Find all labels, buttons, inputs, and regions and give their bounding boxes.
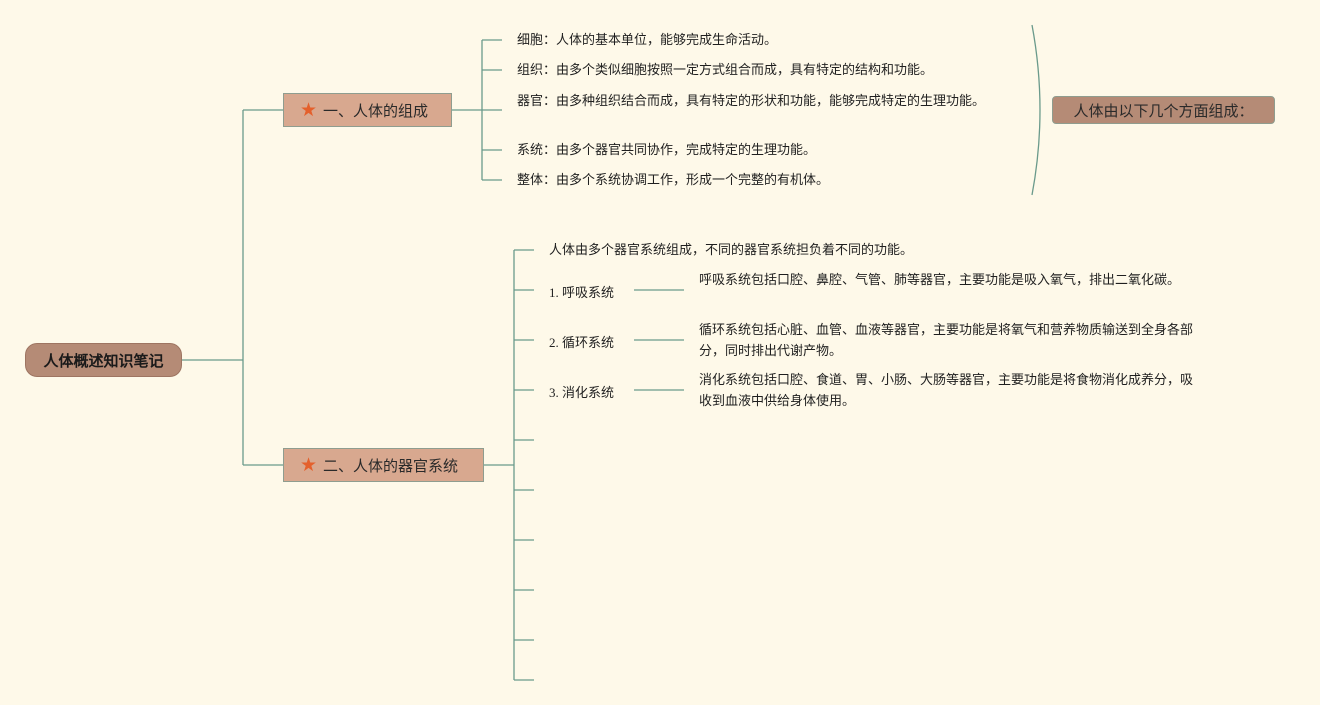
branch-organ-systems[interactable]: ★ 二、人体的器官系统 <box>283 448 484 482</box>
branch-label: 一、人体的组成 <box>323 101 429 120</box>
leaf-system[interactable]: 系统：由多个器官共同协作，完成特定的生理功能。 <box>517 143 817 158</box>
branch-composition[interactable]: ★ 一、人体的组成 <box>283 93 452 127</box>
leaf-whole[interactable]: 整体：由多个系统协调工作，形成一个完整的有机体。 <box>517 173 830 188</box>
subtopic-respiratory[interactable]: 1. 呼吸系统 <box>549 285 615 300</box>
desc-circulatory[interactable]: 循环系统包括心脏、血管、血液等器官，主要功能是将氧气和营养物质输送到全身各部分，… <box>699 323 1194 359</box>
summary-topic[interactable]: 人体由以下几个方面组成： <box>1052 96 1275 124</box>
desc-respiratory[interactable]: 呼吸系统包括口腔、鼻腔、气管、肺等器官，主要功能是吸入氧气，排出二氧化碳。 <box>699 273 1181 288</box>
summary-label: 人体由以下几个方面组成： <box>1073 101 1254 120</box>
root-topic[interactable]: 人体概述知识笔记 <box>25 343 182 377</box>
root-topic-label: 人体概述知识笔记 <box>43 351 164 370</box>
star-icon: ★ <box>300 98 318 121</box>
subtopic-circulatory[interactable]: 2. 循环系统 <box>549 335 615 350</box>
leaf-intro[interactable]: 人体由多个器官系统组成，不同的器官系统担负着不同的功能。 <box>549 243 914 258</box>
desc-digestive[interactable]: 消化系统包括口腔、食道、胃、小肠、大肠等器官，主要功能是将食物消化成养分，吸收到… <box>699 373 1194 409</box>
leaf-organ[interactable]: 器官：由多种组织结合而成，具有特定的形状和功能，能够完成特定的生理功能。 <box>517 94 986 109</box>
leaf-tissue[interactable]: 组织：由多个类似细胞按照一定方式组合而成，具有特定的结构和功能。 <box>517 63 934 78</box>
subtopic-digestive[interactable]: 3. 消化系统 <box>549 385 615 400</box>
star-icon: ★ <box>300 453 318 476</box>
leaf-cell[interactable]: 细胞：人体的基本单位，能够完成生命活动。 <box>517 33 778 48</box>
branch-label: 二、人体的器官系统 <box>323 456 459 475</box>
